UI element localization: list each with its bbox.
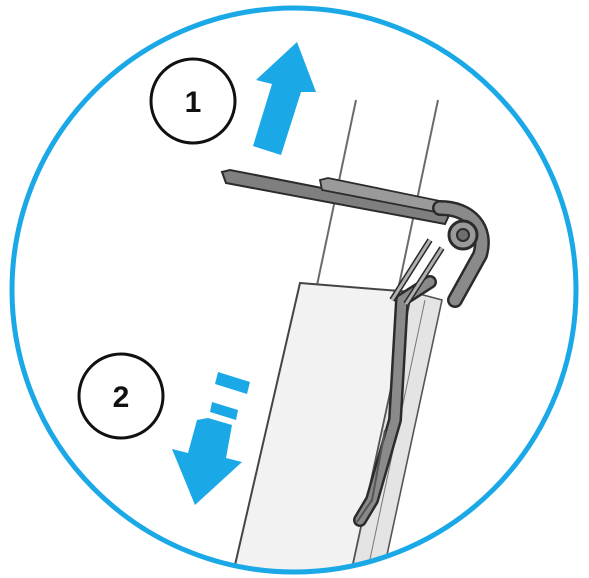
frame-ring bbox=[9, 5, 579, 575]
step-2-marker: 2 bbox=[77, 352, 165, 440]
arrow-up-icon bbox=[253, 42, 316, 155]
arrow-down-icon bbox=[172, 372, 250, 505]
illustration bbox=[172, 42, 490, 572]
clip bbox=[220, 168, 490, 527]
step-1-marker: 1 bbox=[149, 57, 237, 145]
step-1-number: 1 bbox=[185, 86, 202, 119]
step-2-number: 2 bbox=[113, 381, 130, 414]
sleeve-panel bbox=[230, 281, 443, 572]
